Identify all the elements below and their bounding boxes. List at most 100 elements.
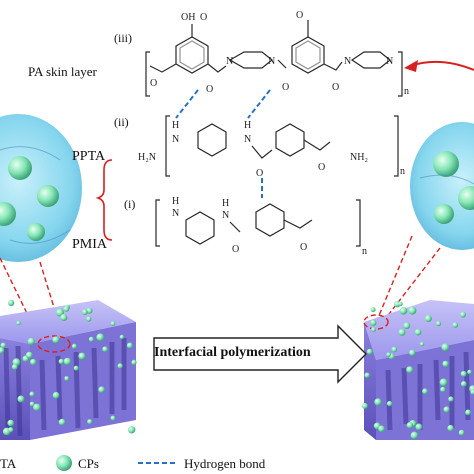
cp-particle: [442, 360, 449, 368]
cp-particle: [58, 358, 64, 365]
right-membrane: [363, 300, 474, 440]
cp-particle: [110, 415, 116, 421]
atom-h-i-1: H: [172, 196, 179, 207]
cp-particle: [33, 403, 41, 411]
cp-particle: [419, 341, 425, 347]
process-arrow[interactable]: Interfacial polymerization: [153, 324, 367, 384]
cp-particle: [17, 395, 25, 403]
cp-particle: [398, 301, 403, 307]
atom-n-pip1a: N: [226, 56, 233, 67]
cp-particle: [30, 358, 37, 366]
cp-particle: [366, 348, 373, 355]
cp-particle: [398, 328, 406, 336]
label-i: (i): [124, 197, 135, 211]
label-pmia: PMIA: [72, 237, 108, 252]
atom-o-acid: O: [200, 12, 207, 23]
red-pointer-arrowhead: [404, 60, 418, 72]
red-pointer-line: [409, 60, 474, 71]
cp-particle: [424, 315, 432, 322]
cp-particle: [58, 418, 66, 426]
atom-n-i-2: N: [222, 210, 229, 221]
cp-particle: [374, 398, 382, 406]
cp-particle: [470, 389, 474, 395]
cp-particle: [119, 334, 125, 340]
atom-nh2: NH₂: [350, 152, 368, 163]
left-membrane: [0, 300, 136, 440]
cp-particle: [63, 357, 72, 366]
label-iii: (iii): [114, 31, 132, 45]
cp-particle: [25, 351, 33, 359]
atom-o-top: O: [296, 10, 303, 21]
atom-n-pip2b: N: [386, 56, 393, 67]
atom-n-ii-1: N: [172, 134, 179, 145]
atom-o-ii-1: O: [256, 168, 263, 179]
structure-iii: (iii) PA skin layer n OH O O O N N O O O…: [28, 10, 409, 97]
cp-particle: [406, 422, 414, 429]
cp-particle: [126, 342, 133, 349]
cp-particle: [128, 426, 136, 434]
cp-particle: [88, 336, 94, 342]
cp-particle: [370, 307, 376, 313]
cp-particle: [467, 369, 472, 375]
cp-particle: [7, 299, 15, 307]
cp-particle: [86, 316, 92, 322]
cp-particle: [52, 391, 60, 399]
cp-particle: [439, 378, 448, 387]
cp-particle: [86, 307, 93, 314]
cp-particle: [460, 370, 467, 377]
cp-particle: [452, 322, 459, 328]
subscript-n-i: n: [362, 246, 367, 257]
cp-particle: [408, 306, 417, 315]
label-pa-skin-layer: PA skin layer: [28, 64, 98, 79]
cp-particle: [102, 346, 108, 353]
red-brace: [95, 159, 113, 241]
cp-particle: [60, 313, 68, 322]
cp-particle: [110, 321, 116, 326]
atom-n-pip2a: N: [344, 56, 351, 67]
cp-particles: [0, 299, 474, 440]
cp-particle: [386, 400, 393, 407]
cp-particle: [131, 359, 137, 365]
cp-particle: [87, 419, 93, 425]
label-ppta: PPTA: [72, 149, 106, 164]
atom-o-left: O: [150, 78, 157, 89]
cp-particle: [7, 419, 14, 427]
hollow-arrow-icon[interactable]: [153, 324, 367, 384]
cp-particle: [386, 352, 391, 357]
callout-line-right-1: [377, 235, 413, 319]
cp-particle: [64, 376, 70, 381]
cp-particle: [415, 423, 423, 431]
cp-particle: [403, 322, 411, 330]
cp-particle: [16, 320, 21, 326]
cp-particle: [63, 306, 70, 312]
hydrogen-bond-1: [175, 89, 199, 119]
hydrogen-bond-2: [247, 89, 271, 119]
cp-particle: [378, 425, 385, 433]
atom-n-ii-2: N: [244, 134, 251, 145]
legend-cut-label: TA: [0, 456, 17, 471]
legend-cps-label: CPs: [78, 456, 99, 471]
cp-particle: [98, 386, 105, 393]
cp-particle: [0, 342, 7, 349]
cp-particle: [11, 364, 18, 370]
legend-hbond-label: Hydrogen bond: [184, 456, 266, 471]
cp-particle: [406, 366, 414, 374]
cp-particle: [409, 349, 416, 356]
atom-o-amide1: O: [206, 84, 213, 95]
cp-particle: [440, 386, 446, 393]
atom-o-ii-2: O: [318, 162, 325, 173]
cp-particle: [399, 307, 408, 315]
atom-h-ii-1: H: [172, 120, 179, 131]
cp-particle: [96, 333, 105, 342]
atom-o-amide2: O: [282, 82, 289, 93]
cp-particle: [71, 343, 77, 349]
cp-particle: [117, 363, 123, 369]
cp-particle: [410, 431, 419, 440]
cp-particle: [361, 402, 368, 409]
cp-particle: [78, 352, 86, 360]
cp-particle: [458, 429, 465, 436]
arrow-label: Interfacial polymerization: [154, 345, 311, 360]
cp-particle: [0, 347, 5, 354]
cp-particle: [27, 337, 35, 345]
